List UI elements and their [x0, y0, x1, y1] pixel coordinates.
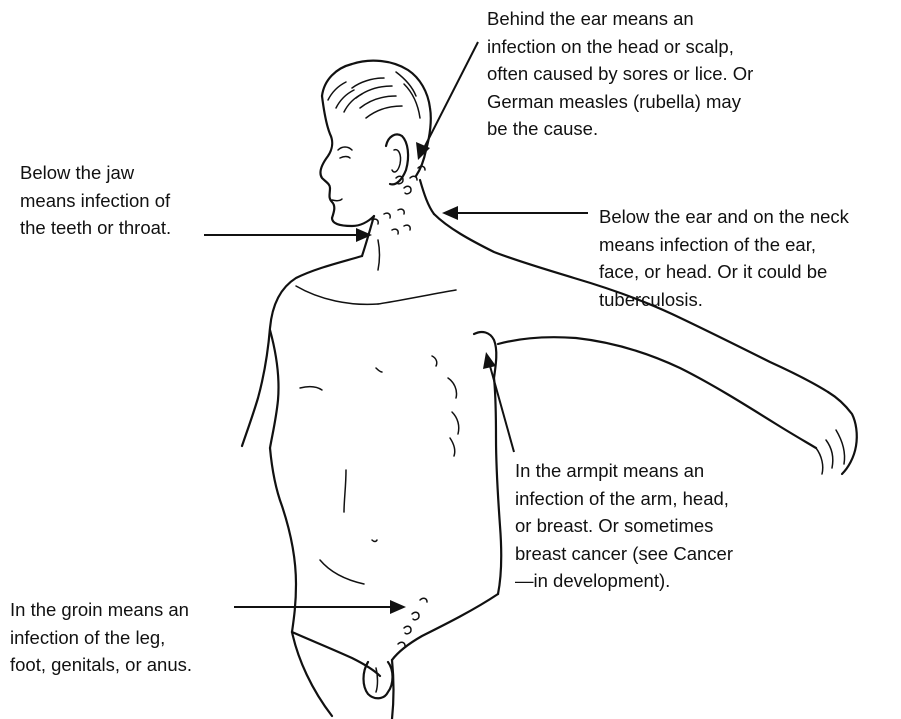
callout-line: German measles (rubella) may: [487, 88, 753, 116]
callout-line: be the cause.: [487, 115, 753, 143]
callout-line: breast cancer (see Cancer: [515, 540, 733, 568]
callout-line: infection of the arm, head,: [515, 485, 733, 513]
arrow-below-jaw: [204, 228, 372, 242]
callout-line: infection of the leg,: [10, 624, 192, 652]
arrow-below-ear-neck: [442, 206, 588, 220]
callout-line: means infection of: [20, 187, 171, 215]
callout-line: foot, genitals, or anus.: [10, 651, 192, 679]
callout-line: In the groin means an: [10, 596, 192, 624]
callout-line: infection on the head or scalp,: [487, 33, 753, 61]
callout-armpit: In the armpit means an infection of the …: [515, 457, 733, 595]
callout-below-jaw: Below the jaw means infection of the tee…: [20, 159, 171, 242]
callout-line: often caused by sores or lice. Or: [487, 60, 753, 88]
callout-below-ear-neck: Below the ear and on the neck means infe…: [599, 203, 849, 313]
arrow-armpit: [483, 352, 514, 452]
callout-line: means infection of the ear,: [599, 231, 849, 259]
callout-line: Below the jaw: [20, 159, 171, 187]
body-outline-figure: [242, 61, 857, 719]
callout-line: —in development).: [515, 567, 733, 595]
arrow-behind-ear: [416, 42, 478, 160]
callout-groin: In the groin means an infection of the l…: [10, 596, 192, 679]
callout-line: tuberculosis.: [599, 286, 849, 314]
callout-line: the teeth or throat.: [20, 214, 171, 242]
callout-behind-ear: Behind the ear means an infection on the…: [487, 5, 753, 143]
callout-line: In the armpit means an: [515, 457, 733, 485]
callout-line: Behind the ear means an: [487, 5, 753, 33]
callout-line: or breast. Or sometimes: [515, 512, 733, 540]
callout-line: Below the ear and on the neck: [599, 203, 849, 231]
callout-line: face, or head. Or it could be: [599, 258, 849, 286]
arrow-groin: [234, 600, 406, 614]
